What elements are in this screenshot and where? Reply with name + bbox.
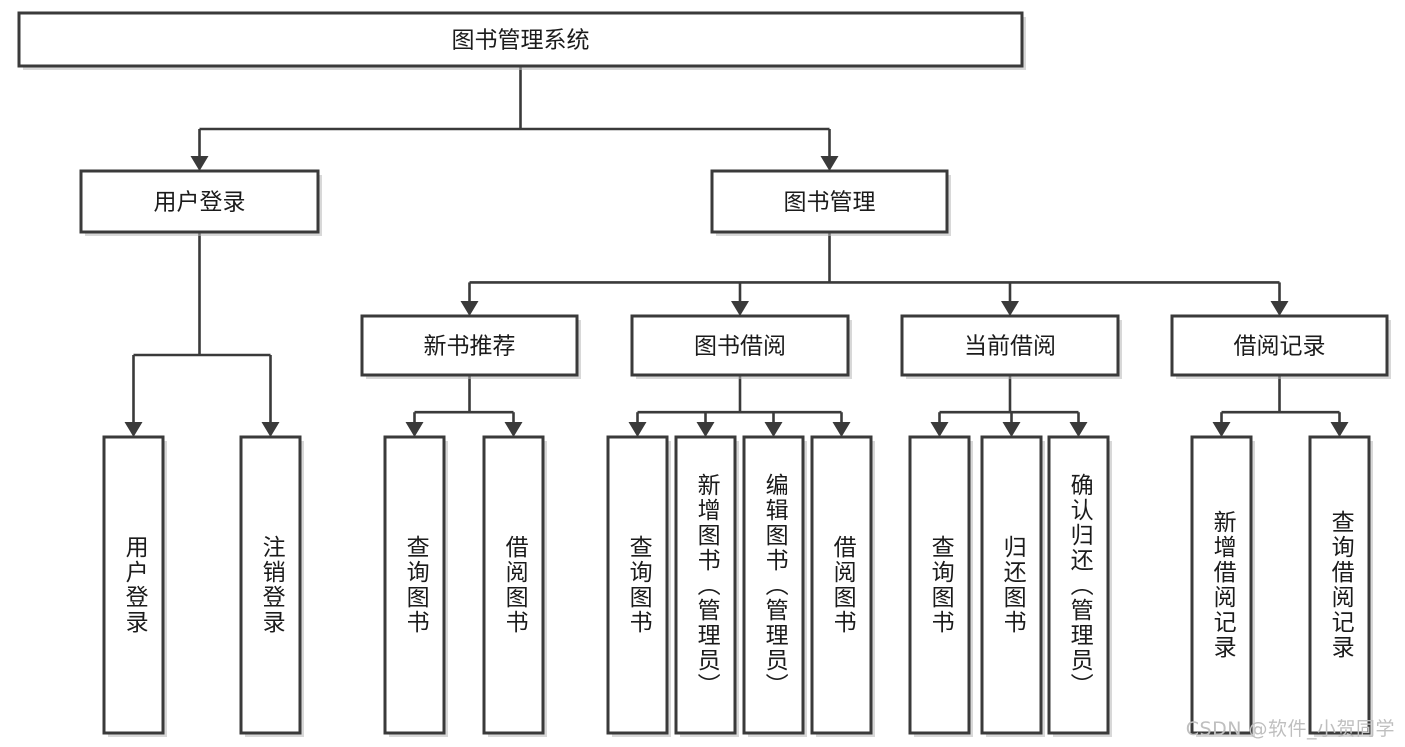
arrow-head-leaf-logout <box>261 422 280 437</box>
boxes-layer <box>17 11 1391 737</box>
node-label-new-book-rec: 新书推荐 <box>424 334 516 360</box>
node-box-leaf-bb-borrow[interactable] <box>810 435 873 735</box>
arrow-head-leaf-cb-return <box>1002 422 1021 437</box>
node-box-new-book-rec[interactable] <box>360 314 579 377</box>
node-box-leaf-cb-query[interactable] <box>908 435 971 735</box>
node-box-leaf-br-query[interactable] <box>1308 435 1371 735</box>
arrow-head-leaf-br-add <box>1212 422 1231 437</box>
arrow-head-borrow-record <box>1270 301 1289 316</box>
node-box-leaf-bb-query[interactable] <box>606 435 669 735</box>
node-box-borrow-record[interactable] <box>1170 314 1389 377</box>
node-box-leaf-br-add[interactable] <box>1190 435 1253 735</box>
node-label-book-borrow: 图书借阅 <box>694 334 786 360</box>
node-box-leaf-rec-query[interactable] <box>383 435 446 735</box>
arrow-head-leaf-user-login <box>124 422 143 437</box>
arrow-head-new-book-rec <box>460 301 479 316</box>
arrow-head-leaf-bb-borrow <box>832 422 851 437</box>
arrow-head-leaf-bb-add <box>696 422 715 437</box>
node-label-borrow-record: 借阅记录 <box>1234 334 1326 360</box>
node-box-leaf-bb-add[interactable] <box>674 435 737 735</box>
node-box-current-borrow[interactable] <box>900 314 1120 377</box>
arrow-head-leaf-bb-edit <box>764 422 783 437</box>
node-box-root[interactable] <box>17 11 1024 68</box>
node-label-current-borrow: 当前借阅 <box>964 334 1056 360</box>
arrow-head-current-borrow <box>1001 301 1019 316</box>
arrow-head-leaf-rec-query <box>405 422 424 437</box>
csdn-watermark: CSDN @软件_小贺同学 <box>1185 718 1395 740</box>
arrow-head-book-borrow <box>731 301 749 316</box>
node-box-leaf-bb-edit[interactable] <box>742 435 805 735</box>
node-box-leaf-user-login[interactable] <box>102 435 165 735</box>
node-box-leaf-cb-confirm[interactable] <box>1047 435 1110 735</box>
node-label-user-login: 用户登录 <box>154 190 246 216</box>
node-label-book-manage: 图书管理 <box>784 190 876 216</box>
node-label-root: 图书管理系统 <box>452 28 590 54</box>
arrow-head-leaf-br-query <box>1330 422 1349 437</box>
node-box-leaf-rec-borrow[interactable] <box>482 435 545 735</box>
node-box-user-login[interactable] <box>79 169 320 234</box>
node-box-book-manage[interactable] <box>710 169 949 234</box>
arrow-head-user-login <box>190 156 209 171</box>
node-box-book-borrow[interactable] <box>630 314 850 377</box>
arrow-head-book-manage <box>820 156 839 171</box>
connectors-layer <box>124 66 1349 437</box>
arrow-head-leaf-cb-query <box>930 422 949 437</box>
arrow-head-leaf-cb-confirm <box>1069 422 1088 437</box>
arrow-head-leaf-bb-query <box>628 422 647 437</box>
node-box-leaf-cb-return[interactable] <box>980 435 1043 735</box>
node-box-leaf-logout[interactable] <box>239 435 302 735</box>
arrow-head-leaf-rec-borrow <box>504 422 523 437</box>
